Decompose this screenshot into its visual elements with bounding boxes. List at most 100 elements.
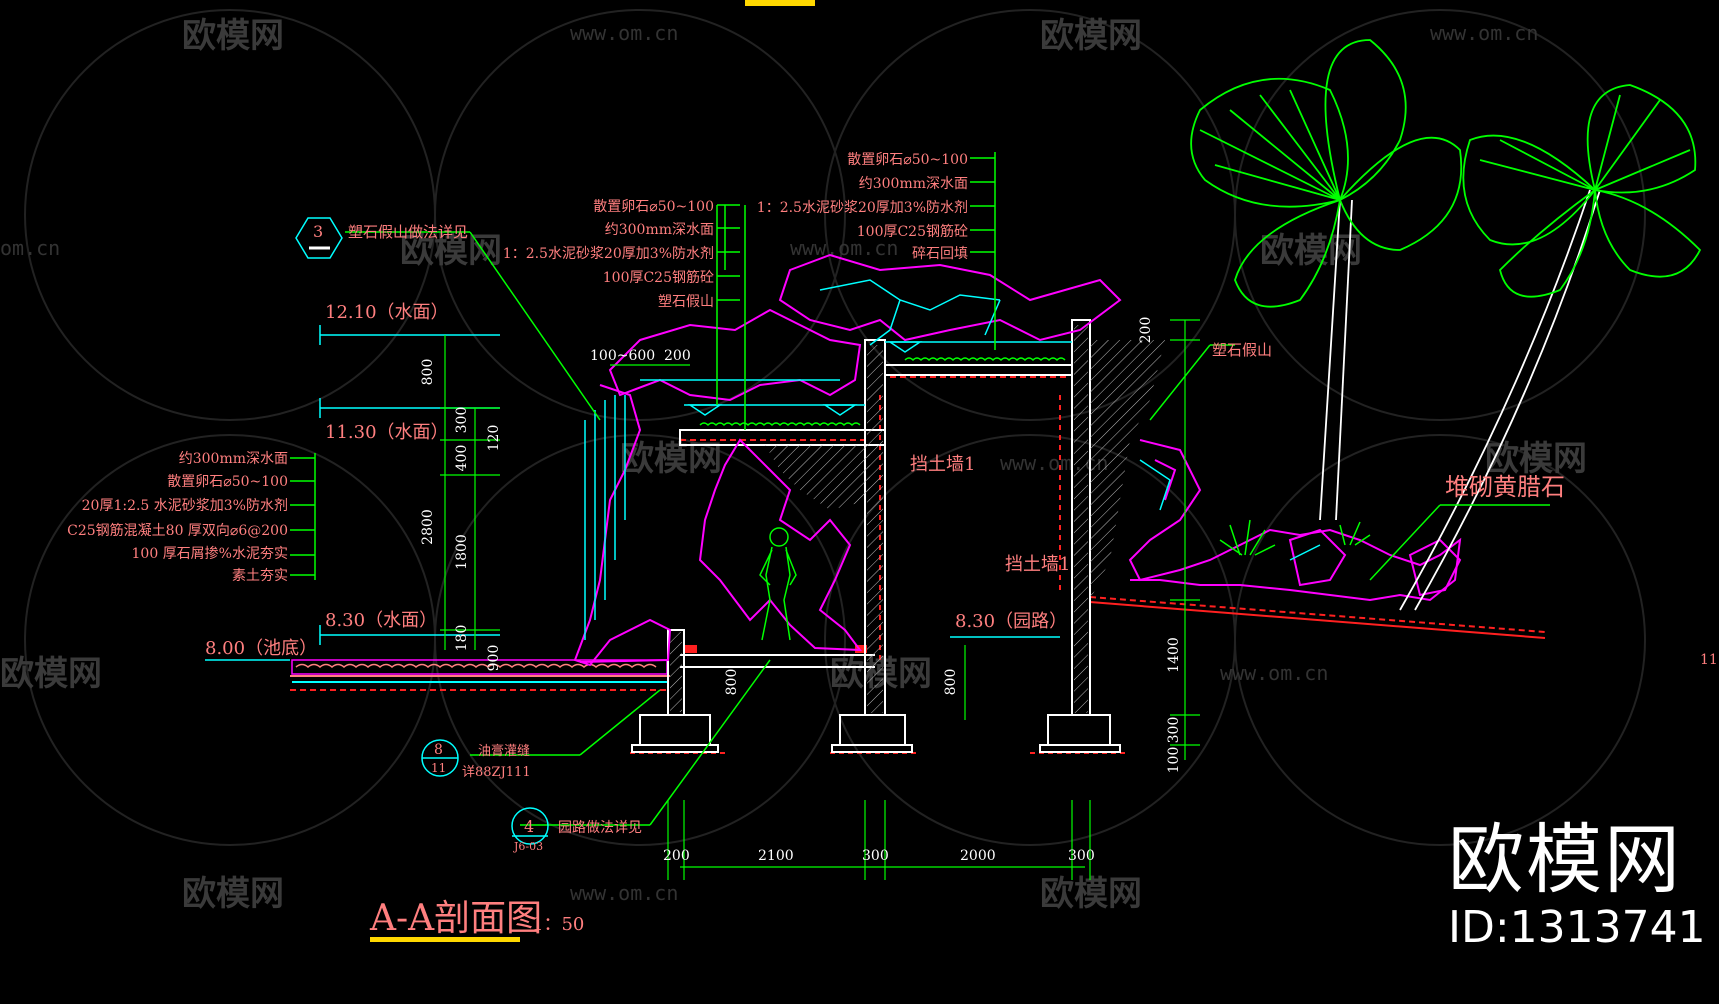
dimension-text: 800 300 120 400 2800 1800 180 900 800 80… <box>420 317 1182 864</box>
note-line: 素土夯实 <box>232 568 288 584</box>
model-id: ID:1313741 <box>1448 902 1706 953</box>
yellow-stone-label: 堆砌黄腊石 <box>1445 473 1565 501</box>
callout-bubbles <box>295 217 549 845</box>
dimension-lines <box>440 319 1200 880</box>
wall-label: 挡土墙1 <box>1005 554 1070 575</box>
watermark-url: www.om.cn <box>570 21 678 45</box>
brand-name: 欧模网 <box>1448 815 1682 904</box>
section-title: A-A剖面图 <box>369 898 542 939</box>
retaining-walls <box>631 319 1121 753</box>
note-line: 20厚1:2.5 水泥砂浆加3%防水剂 <box>82 498 288 514</box>
edge-level-fragment: 11. <box>1700 652 1719 668</box>
notes-mid: 散置卵石⌀50~100 约300mm深水面 1：2.5水泥砂浆20厚加3%防水剂… <box>503 199 714 310</box>
dim-text: 1400 <box>1166 637 1182 673</box>
callout-8-text1: 油膏灌缝 <box>478 743 530 759</box>
edge-fragments: 11. <box>1700 652 1719 668</box>
wall-hatch <box>670 325 1165 713</box>
palm-trees <box>1190 39 1702 611</box>
rockery <box>573 253 1462 667</box>
rockery-label: 塑石假山 <box>1212 341 1272 359</box>
note-line: 塑石假山 <box>658 294 714 310</box>
person-figure <box>759 527 797 641</box>
note-line: 100 厚石屑掺%水泥夯实 <box>132 545 288 562</box>
note-line: 100厚C25钢筋砼 <box>603 269 714 286</box>
dim-text: 900 <box>486 645 502 672</box>
dim-text: 1800 <box>454 534 470 570</box>
level-label: 8.30（水面） <box>325 610 437 631</box>
watermark-logo: 欧模网 <box>400 231 502 271</box>
element-labels: 挡土墙1 挡土墙1 塑石假山 堆砌黄腊石 <box>910 341 1565 575</box>
watermark-logo: 欧模网 <box>1485 439 1587 479</box>
dim-text: 200 <box>664 348 691 364</box>
level-label: 8.00（池底） <box>205 638 317 659</box>
dim-text: 2000 <box>960 848 996 864</box>
brand-watermark: 欧模网 ID:1313741 <box>1448 815 1706 954</box>
callout-3-text: 塑石假山做法详见 <box>348 223 468 241</box>
watermark-logo: 欧模网 <box>182 16 284 56</box>
pebbles <box>699 357 1066 427</box>
dim-text: 400 <box>454 445 470 472</box>
watermarks: 欧模网 欧模网 欧模网 欧模网 欧模网 欧模网 欧模网 欧模网 欧模网 欧模网 … <box>0 16 1587 914</box>
note-line: 约300mm深水面 <box>179 451 288 467</box>
leader-lines <box>290 152 1550 826</box>
notes-top: 散置卵石⌀50~100 约300mm深水面 1：2.5水泥砂浆20厚加3%防水剂… <box>757 152 968 262</box>
callout-4-number: 4 <box>524 817 534 836</box>
note-line: C25钢筋混凝土80 厚双向⌀6@200 <box>67 522 288 539</box>
grass-tufts <box>1219 519 1371 556</box>
dim-text: 120 <box>486 425 502 452</box>
dim-text: 300 <box>862 848 889 864</box>
level-label: 11.30（水面） <box>325 422 449 443</box>
note-line: 散置卵石⌀50~100 <box>847 152 968 168</box>
dim-text: 180 <box>454 625 470 652</box>
watermark-url: www.om.cn <box>570 881 678 905</box>
dim-text: 2800 <box>420 509 436 545</box>
note-line: 散置卵石⌀50~100 <box>167 474 288 490</box>
watermark-logo: 欧模网 <box>1040 874 1142 914</box>
note-line: 散置卵石⌀50~100 <box>593 199 714 215</box>
top-yellow-fragment <box>745 0 815 6</box>
dim-text: 2100 <box>758 848 794 864</box>
dim-text: 100 <box>1166 747 1182 774</box>
section-scale: 1：50 <box>532 914 584 935</box>
dim-text: 800 <box>724 669 740 696</box>
level-labels: 12.10（水面） 11.30（水面） 8.30（水面） 8.00（池底） 8.… <box>205 302 1067 659</box>
callout-4-sub: J6-03 <box>513 840 543 853</box>
callout-8-number: 8 <box>434 742 443 758</box>
dim-text: 800 <box>943 669 959 696</box>
note-line: 1：2.5水泥砂浆20厚加3%防水剂 <box>503 246 714 262</box>
watermark-url: www.om.cn <box>790 236 898 260</box>
dim-text: 800 <box>420 359 436 386</box>
pool-floor <box>291 645 875 683</box>
dim-text: 100~600 <box>590 348 655 364</box>
watermark-url: www.om.cn <box>1220 661 1328 685</box>
watermark-logo: 欧模网 <box>0 654 102 694</box>
watermark-logo: 欧模网 <box>1260 231 1362 271</box>
note-line: 约300mm深水面 <box>605 222 714 238</box>
dim-text: 200 <box>663 848 690 864</box>
watermark-url-fragment: om.cn <box>0 236 60 260</box>
wall-label: 挡土墙1 <box>910 454 975 475</box>
watermark-logo: 欧模网 <box>182 874 284 914</box>
note-line: 1：2.5水泥砂浆20厚加3%防水剂 <box>757 200 968 216</box>
dim-text: 300 <box>1068 848 1095 864</box>
dim-text: 200 <box>1138 317 1154 344</box>
note-line: 碎石回填 <box>912 246 968 262</box>
callout-text: 3 塑石假山做法详见 8 11 油膏灌缝 详88ZJ111 4 J6-03 园路… <box>313 222 642 853</box>
level-label: 12.10（水面） <box>325 302 449 323</box>
drawing-title: A-A剖面图 1：50 <box>369 898 584 942</box>
callout-3-number: 3 <box>313 222 323 241</box>
level-label: 8.30（园路） <box>955 611 1067 632</box>
dim-text: 300 <box>1166 717 1182 744</box>
ground-hatching <box>290 376 1546 754</box>
notes-left: 约300mm深水面 散置卵石⌀50~100 20厚1:2.5 水泥砂浆加3%防水… <box>67 451 288 584</box>
note-line: 100厚C25钢筋砼 <box>857 223 968 240</box>
watermark-url: www.om.cn <box>1430 21 1538 45</box>
watermark-logo: 欧模网 <box>1040 16 1142 56</box>
callout-8-sub: 11 <box>431 761 446 775</box>
callout-8-text2: 详88ZJ111 <box>462 765 531 780</box>
callout-4-text: 园路做法详见 <box>558 820 642 836</box>
dim-text: 300 <box>454 407 470 434</box>
watermark-circles <box>24 9 1646 846</box>
